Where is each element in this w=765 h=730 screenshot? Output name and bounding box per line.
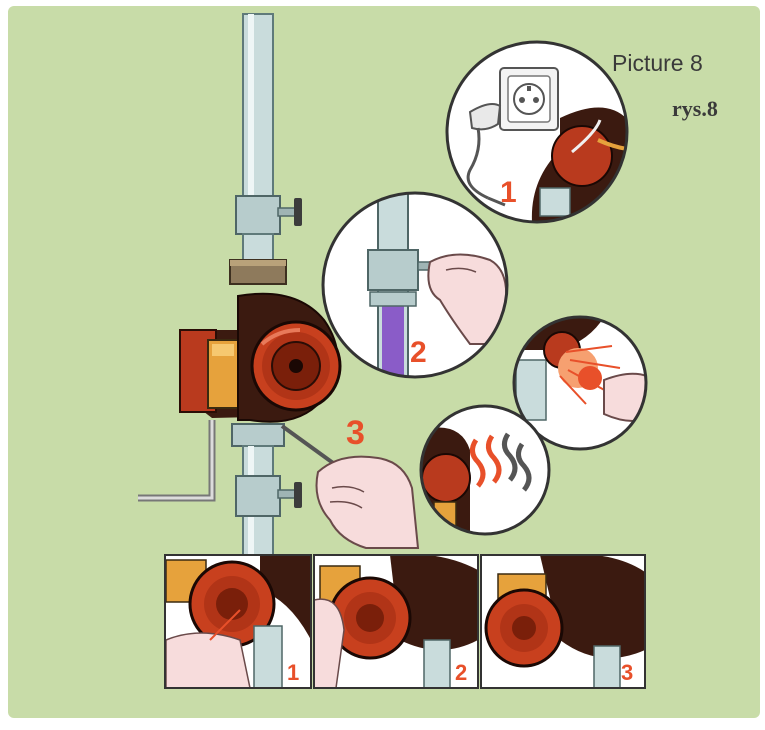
figure-caption-english: Picture 8 <box>612 50 703 77</box>
electric-socket-icon <box>500 68 558 130</box>
step-number-circle-1: 1 <box>500 176 517 209</box>
upper-valve-handle <box>294 198 302 226</box>
step-number-circle-2: 2 <box>410 336 427 369</box>
detail-circle-close-valve: 2 <box>323 193 507 377</box>
lower-union-nut <box>232 424 284 446</box>
panel-number-1: 1 <box>287 660 299 685</box>
bottom-panel-1: 1 <box>165 555 311 688</box>
lower-valve-handle <box>294 482 302 508</box>
lower-valve-stem <box>278 490 296 498</box>
detail-circle-heat-waves <box>421 406 549 534</box>
bottom-panel-3: 3 <box>481 553 645 688</box>
step-number-main-3: 3 <box>346 414 365 452</box>
figure-caption-polish: rys.8 <box>672 96 718 122</box>
panel-number-3: 3 <box>621 660 633 685</box>
pipe-upper <box>243 14 273 204</box>
bottom-panel-2: 2 <box>314 554 478 688</box>
pump-vent-screw <box>289 359 303 373</box>
upper-valve-stem <box>278 208 296 216</box>
panel-number-2: 2 <box>455 660 467 685</box>
